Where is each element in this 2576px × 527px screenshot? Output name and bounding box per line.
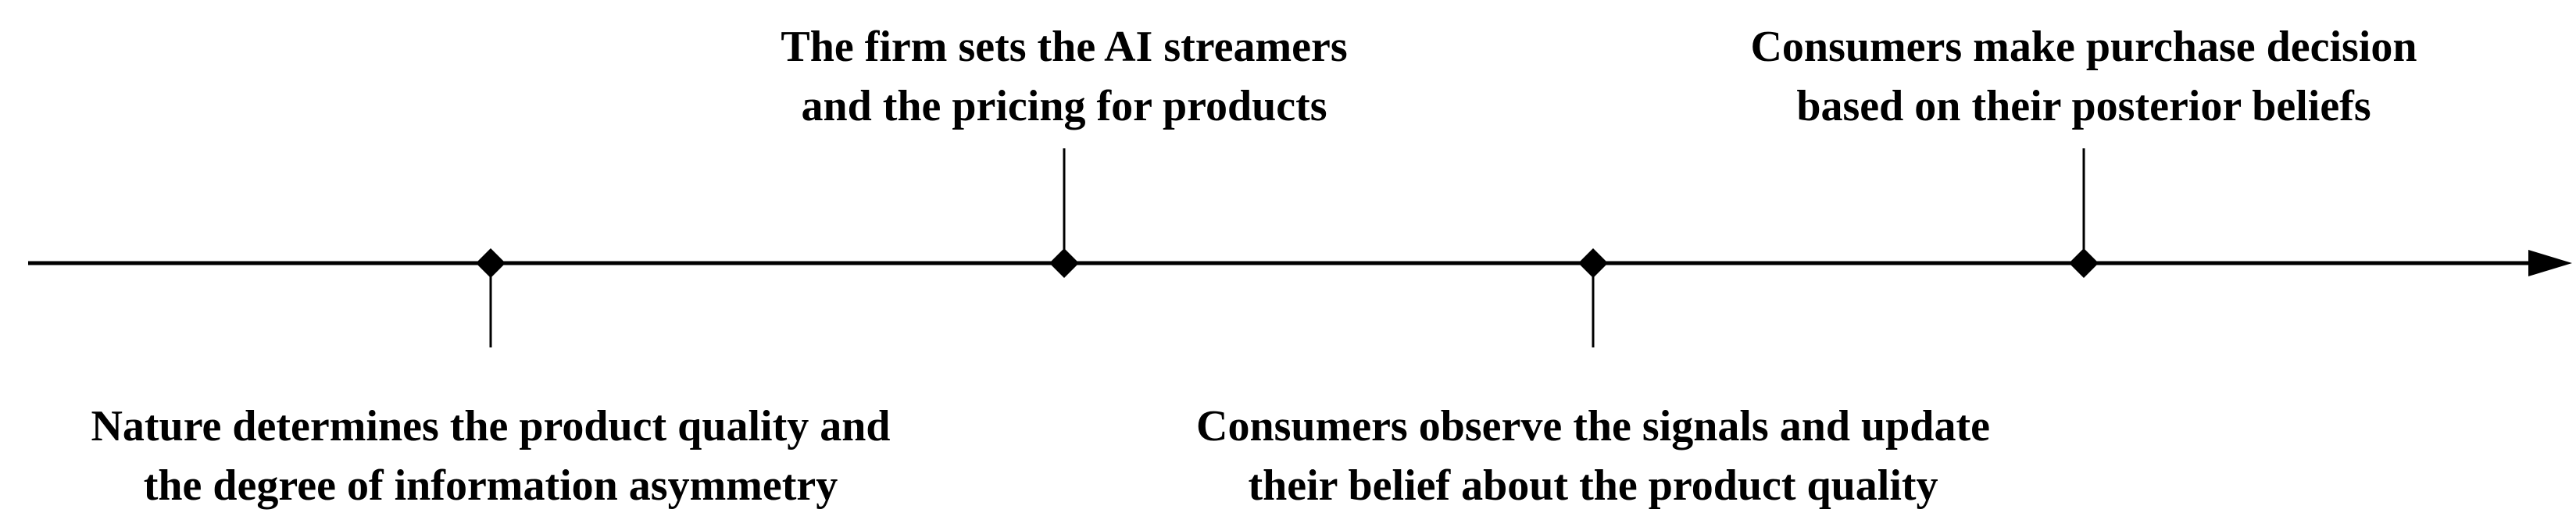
event-4-label-line-2: based on their posterior beliefs [1796,82,2371,130]
event-4-label: Consumers make purchase decision based o… [1750,17,2417,136]
event-1-marker [476,248,506,278]
event-3-marker [1578,248,1608,278]
event-3-label: Consumers observe the signals and update… [1196,397,1990,515]
event-2-label-line-2: and the pricing for products [801,82,1327,130]
event-4-marker [2069,248,2099,278]
event-3-label-line-2: their belief about the product quality [1248,461,1938,510]
timeline-arrowhead [2528,250,2572,276]
event-1-label-line-1: Nature determines the product quality an… [91,402,891,450]
event-3-label-line-1: Consumers observe the signals and update [1196,402,1990,450]
event-1-label-line-2: the degree of information asymmetry [143,461,838,510]
event-2-marker [1049,248,1079,278]
event-4-label-line-1: Consumers make purchase decision [1750,23,2417,71]
event-2-label: The firm sets the AI streamers and the p… [781,17,1347,136]
event-1-label: Nature determines the product quality an… [91,397,890,515]
event-2-label-line-1: The firm sets the AI streamers [781,23,1348,71]
